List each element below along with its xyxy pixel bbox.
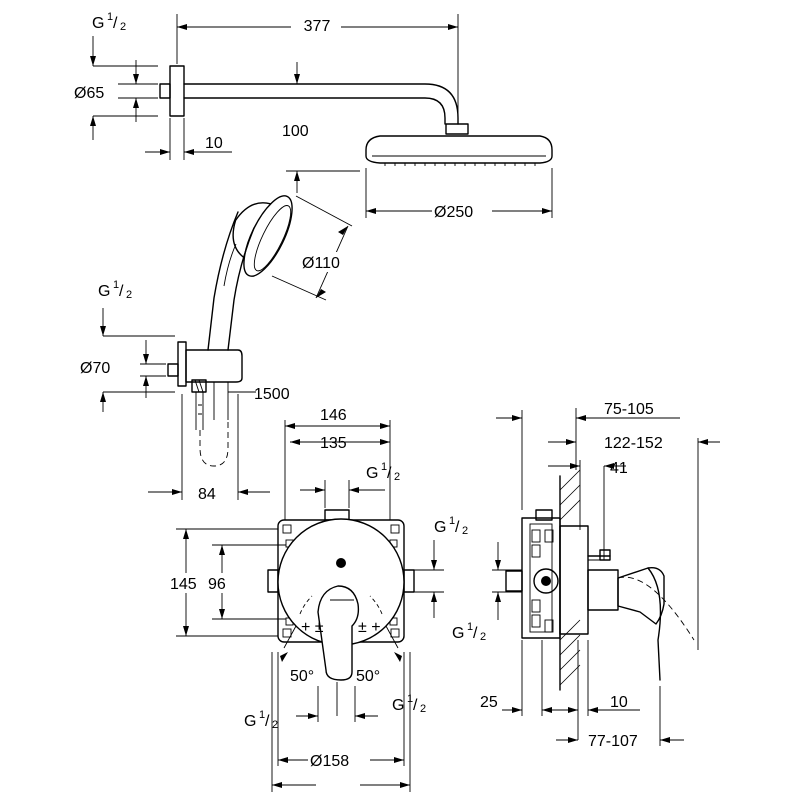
- wall-flange: [169, 65, 185, 117]
- svg-text:/: /: [455, 519, 460, 536]
- svg-text:2: 2: [126, 289, 132, 301]
- overhead-shower-assembly: 377 G 1 / 2 Ø65 10: [74, 11, 553, 221]
- dim-flange-thickness: 10: [205, 135, 223, 152]
- left-inlet: [267, 569, 279, 593]
- svg-text:2: 2: [462, 525, 468, 537]
- svg-text:2: 2: [420, 703, 426, 715]
- svg-text:/: /: [119, 283, 124, 300]
- mixer-side-view: 75-105 122-152 41 G 1 / 2: [452, 401, 720, 750]
- box-body-side: [521, 517, 561, 639]
- indicator-dot: [336, 558, 346, 568]
- svg-text:2: 2: [120, 21, 126, 33]
- shower-arm-bottom-line: [183, 97, 446, 125]
- hand-shower-assembly: Ø110 G 1 / 2 Ø70 1500 84: [80, 195, 358, 503]
- dim-depth-range-1: 75-105: [604, 401, 654, 418]
- dim-flange-dia: Ø65: [74, 85, 104, 102]
- svg-text:1: 1: [113, 279, 119, 291]
- thread-label-top: G 1 / 2: [92, 11, 126, 33]
- dim-box-width-outer: 146: [320, 407, 347, 424]
- svg-text:G: G: [452, 625, 464, 642]
- svg-text:1: 1: [107, 11, 113, 23]
- svg-text:G: G: [98, 283, 110, 300]
- dim-depth-41: 41: [610, 460, 628, 477]
- flange-thread-stub: [159, 83, 171, 99]
- holder-flange: [177, 341, 187, 387]
- thread-label-holder: G 1 / 2: [98, 279, 132, 301]
- svg-text:G: G: [244, 713, 256, 730]
- svg-text:2: 2: [272, 719, 278, 731]
- thread-label-side: G 1 / 2: [392, 693, 426, 715]
- plate-side: [559, 525, 589, 635]
- svg-text:/: /: [413, 697, 418, 714]
- svg-text:/: /: [387, 465, 392, 482]
- svg-text:/: /: [265, 713, 270, 730]
- shower-head: [365, 135, 553, 164]
- dim-depth-range-2: 122-152: [604, 435, 663, 452]
- dim-depth-25: 25: [480, 694, 498, 711]
- svg-text:G: G: [434, 519, 446, 536]
- svg-text:± +: ± +: [358, 619, 381, 636]
- shower-arm-top-line: [183, 83, 459, 125]
- valve-cartridge: [533, 568, 559, 594]
- thread-label-side-view: G 1 / 2: [452, 621, 486, 643]
- thread-label-box-top: G 1 / 2: [366, 461, 400, 483]
- dim-plate-dia: Ø158: [310, 753, 349, 770]
- thread-label-box-bottom: G 1 / 2: [244, 709, 278, 731]
- dim-depth-10: 10: [610, 694, 628, 711]
- mixer-front-view: + ± ± + 146 135 G 1 / 2: [170, 407, 468, 794]
- hose-loop: [199, 420, 229, 467]
- mixer-lever: [317, 585, 360, 681]
- svg-text:2: 2: [480, 631, 486, 643]
- angle-left: 50°: [290, 668, 314, 685]
- svg-text:G: G: [366, 465, 378, 482]
- handle-left: [207, 211, 239, 351]
- dim-depth-range-3: 77-107: [588, 733, 638, 750]
- escutcheon-side: [587, 569, 619, 611]
- box-internals: [531, 529, 554, 633]
- head-connector: [445, 123, 469, 135]
- handle-right: [227, 227, 255, 351]
- dim-head-dia: Ø250: [434, 204, 473, 221]
- right-inlet: [403, 569, 415, 593]
- dim-box-height-inner: 96: [208, 576, 226, 593]
- dim-arm-length: 377: [304, 18, 331, 35]
- hand-shower-head: [232, 195, 293, 277]
- svg-text:1: 1: [259, 709, 265, 721]
- svg-text:G: G: [392, 697, 404, 714]
- svg-text:G: G: [92, 15, 104, 32]
- wall-hatch: [559, 469, 581, 686]
- dim-box-height-outer: 145: [170, 576, 197, 593]
- dim-head-drop: 100: [282, 123, 309, 140]
- dim-box-width-inner: 135: [320, 435, 347, 452]
- shower-head-nozzles: [384, 163, 536, 166]
- holder-body: [185, 349, 243, 383]
- svg-text:/: /: [473, 625, 478, 642]
- svg-text:1: 1: [467, 621, 473, 633]
- svg-text:/: /: [113, 15, 118, 32]
- thread-label-box-right: G 1 / 2: [434, 515, 468, 537]
- dim-holder-dia: Ø70: [80, 360, 110, 377]
- dim-hand-dia: Ø110: [302, 255, 340, 272]
- svg-text:2: 2: [394, 471, 400, 483]
- dim-holder-offset: 84: [198, 486, 216, 503]
- angle-right: 50°: [356, 668, 380, 685]
- svg-text:1: 1: [381, 461, 387, 473]
- dim-hose-length: 1500: [254, 386, 290, 403]
- svg-text:1: 1: [449, 515, 455, 527]
- lever-side: [617, 566, 665, 625]
- svg-text:+ ±: + ±: [301, 619, 324, 636]
